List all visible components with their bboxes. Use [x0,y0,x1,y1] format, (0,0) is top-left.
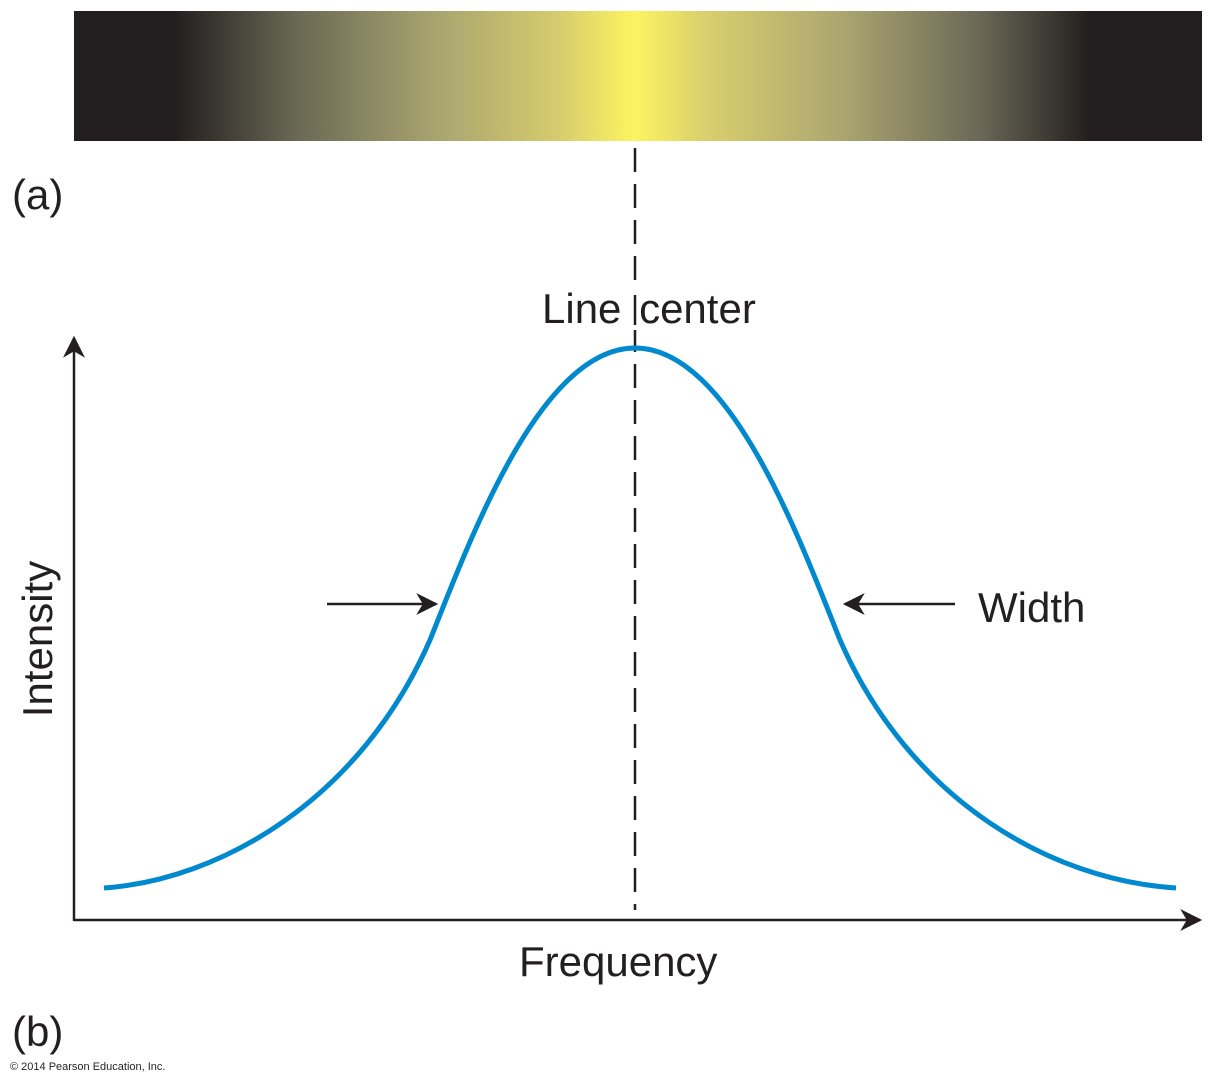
panel-a-label: (a) [12,171,64,218]
width-label: Width [978,584,1086,631]
line-center-label: Line center [542,285,756,332]
x-axis-label: Frequency [519,938,718,985]
y-axis-label: Intensity [14,560,61,718]
spectrum-band [74,11,1202,141]
copyright: © 2014 Pearson Education, Inc. [10,1061,166,1073]
intensity-curve [103,345,1177,891]
panel-b-label: (b) [12,1008,64,1055]
